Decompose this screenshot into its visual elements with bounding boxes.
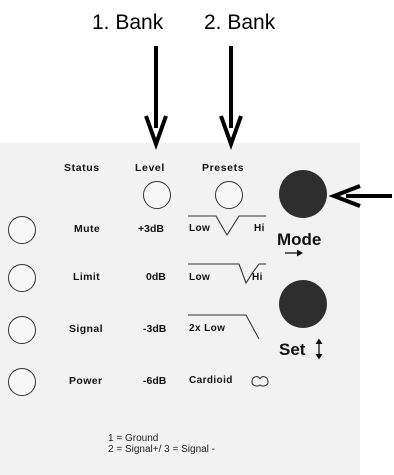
status-label-power: Power	[69, 375, 103, 387]
level-value-minus6: -6dB	[143, 375, 167, 387]
bank2-label: 2. Bank	[204, 11, 276, 34]
arrow-down-icon	[144, 46, 168, 150]
pinout-note-line2: 2 = Signal+/ 3 = Signal -	[108, 444, 216, 455]
set-button[interactable]	[279, 280, 327, 328]
status-header: Status	[64, 162, 100, 174]
status-label-signal: Signal	[69, 323, 103, 335]
preset-right-label: Hi	[254, 223, 265, 234]
preset-right-label: Hi	[252, 272, 263, 283]
bank1-label: 1. Bank	[92, 11, 164, 34]
cardioid-pattern-icon	[251, 376, 269, 387]
mode-label: Mode	[277, 230, 322, 249]
arrow-left-icon	[328, 184, 392, 208]
status-led-power	[8, 368, 36, 396]
mode-button[interactable]	[279, 170, 327, 218]
level-knob[interactable]	[143, 181, 171, 209]
level-header: Level	[135, 162, 165, 174]
preset-left-label: Low	[189, 272, 211, 283]
status-label-mute: Mute	[74, 223, 101, 235]
preset-curve-double-low	[188, 314, 260, 340]
preset-left-label: Low	[189, 223, 211, 234]
status-led-mute	[8, 216, 36, 244]
level-value-plus3: +3dB	[138, 223, 164, 235]
presets-header: Presets	[202, 162, 245, 174]
preset-curve-low-hi-cut	[188, 263, 266, 285]
level-value-0: 0dB	[146, 271, 166, 283]
preset-left-label: Cardioid	[189, 375, 233, 386]
arrow-right-icon	[285, 249, 303, 257]
set-label: Set	[279, 340, 306, 359]
up-down-arrow-icon	[315, 338, 323, 360]
arrow-down-icon	[219, 46, 243, 150]
status-label-limit: Limit	[73, 271, 101, 283]
level-value-minus3: -3dB	[143, 323, 167, 335]
preset-curve-low-cut-hi-boost	[188, 215, 266, 237]
status-led-limit	[8, 264, 36, 292]
preset-left-label: 2x Low	[189, 323, 226, 334]
pinout-note-line1: 1 = Ground	[108, 433, 159, 444]
presets-knob[interactable]	[215, 181, 243, 209]
status-led-signal	[8, 316, 36, 344]
